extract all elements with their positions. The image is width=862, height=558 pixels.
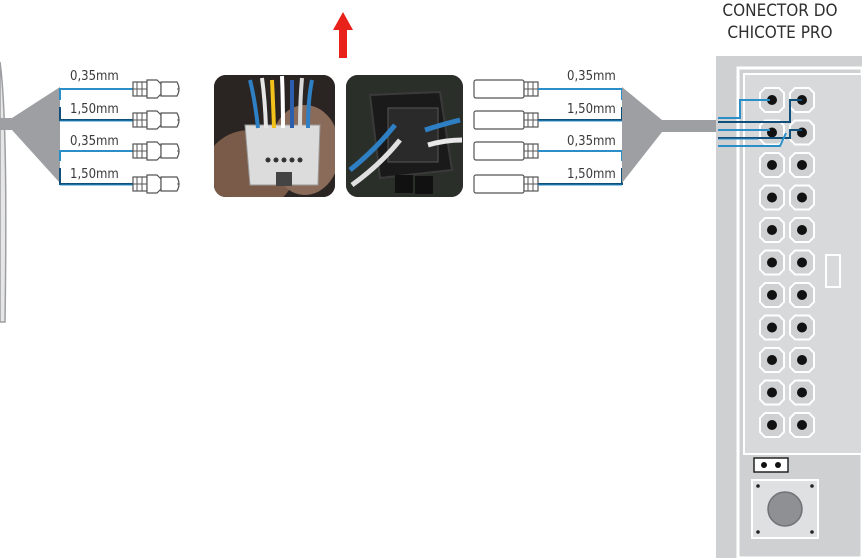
connector-wires bbox=[718, 99, 802, 147]
pin-contact bbox=[767, 225, 777, 235]
pin-contact bbox=[797, 257, 807, 268]
pin-contact bbox=[797, 160, 807, 170]
left-gauge-label-1: 0,35mm bbox=[70, 69, 119, 84]
pin-contact bbox=[797, 387, 807, 398]
right-gauge-label-3: 0,35mm bbox=[567, 134, 616, 149]
pin-contact bbox=[767, 192, 777, 203]
pin-grid bbox=[759, 87, 815, 438]
right-wire-1 bbox=[538, 88, 623, 100]
pin-contact bbox=[767, 95, 777, 105]
left-wires bbox=[59, 88, 133, 186]
pin-contact bbox=[767, 420, 777, 430]
left-wire-2 bbox=[59, 107, 133, 121]
male-terminal-icon bbox=[132, 110, 180, 130]
pin-contact bbox=[767, 160, 777, 170]
male-terminal-icon bbox=[132, 141, 180, 161]
left-gauge-label-2: 1,50mm bbox=[70, 102, 119, 117]
right-gauge-label-4: 1,50mm bbox=[567, 167, 616, 182]
pin-contact bbox=[767, 387, 777, 398]
female-terminal-icon bbox=[473, 79, 539, 99]
pin-contact bbox=[767, 257, 777, 268]
right-terminals bbox=[473, 79, 539, 194]
pin-contact bbox=[797, 192, 807, 203]
right-gauge-label-1: 0,35mm bbox=[567, 69, 616, 84]
male-terminal-icon bbox=[132, 174, 180, 194]
push-button bbox=[751, 479, 819, 539]
left-wire-1 bbox=[59, 88, 133, 100]
pin-contact bbox=[767, 355, 777, 365]
pin-contact bbox=[767, 322, 777, 333]
left-terminals bbox=[132, 79, 180, 194]
pin-contact bbox=[797, 322, 807, 333]
female-terminal-icon bbox=[473, 141, 539, 161]
female-terminal-icon bbox=[473, 174, 539, 194]
pin-contact bbox=[797, 420, 807, 430]
left-gauge-label-4: 1,50mm bbox=[70, 167, 119, 182]
pin-contact bbox=[797, 290, 807, 300]
right-wire-3 bbox=[538, 150, 623, 161]
pin-contact bbox=[797, 225, 807, 235]
arrow-up-icon bbox=[333, 12, 353, 58]
pin-contact bbox=[767, 290, 777, 300]
left-bundle bbox=[0, 61, 60, 323]
connector-title-line1: CONECTOR DO bbox=[722, 1, 837, 21]
pin-contact bbox=[797, 355, 807, 365]
left-wire-3 bbox=[59, 150, 133, 161]
left-gauge-label-3: 0,35mm bbox=[70, 134, 119, 149]
connector-title-line2: CHICOTE PRO bbox=[727, 23, 832, 43]
right-bundle bbox=[622, 87, 718, 183]
jumper bbox=[753, 457, 789, 473]
photo-vehicle-connector bbox=[346, 75, 463, 197]
photo-harness-connector bbox=[214, 75, 335, 197]
male-terminal-icon bbox=[132, 79, 180, 99]
female-terminal-icon bbox=[473, 110, 539, 130]
left-wire-4 bbox=[59, 168, 133, 185]
right-gauge-label-2: 1,50mm bbox=[567, 102, 616, 117]
